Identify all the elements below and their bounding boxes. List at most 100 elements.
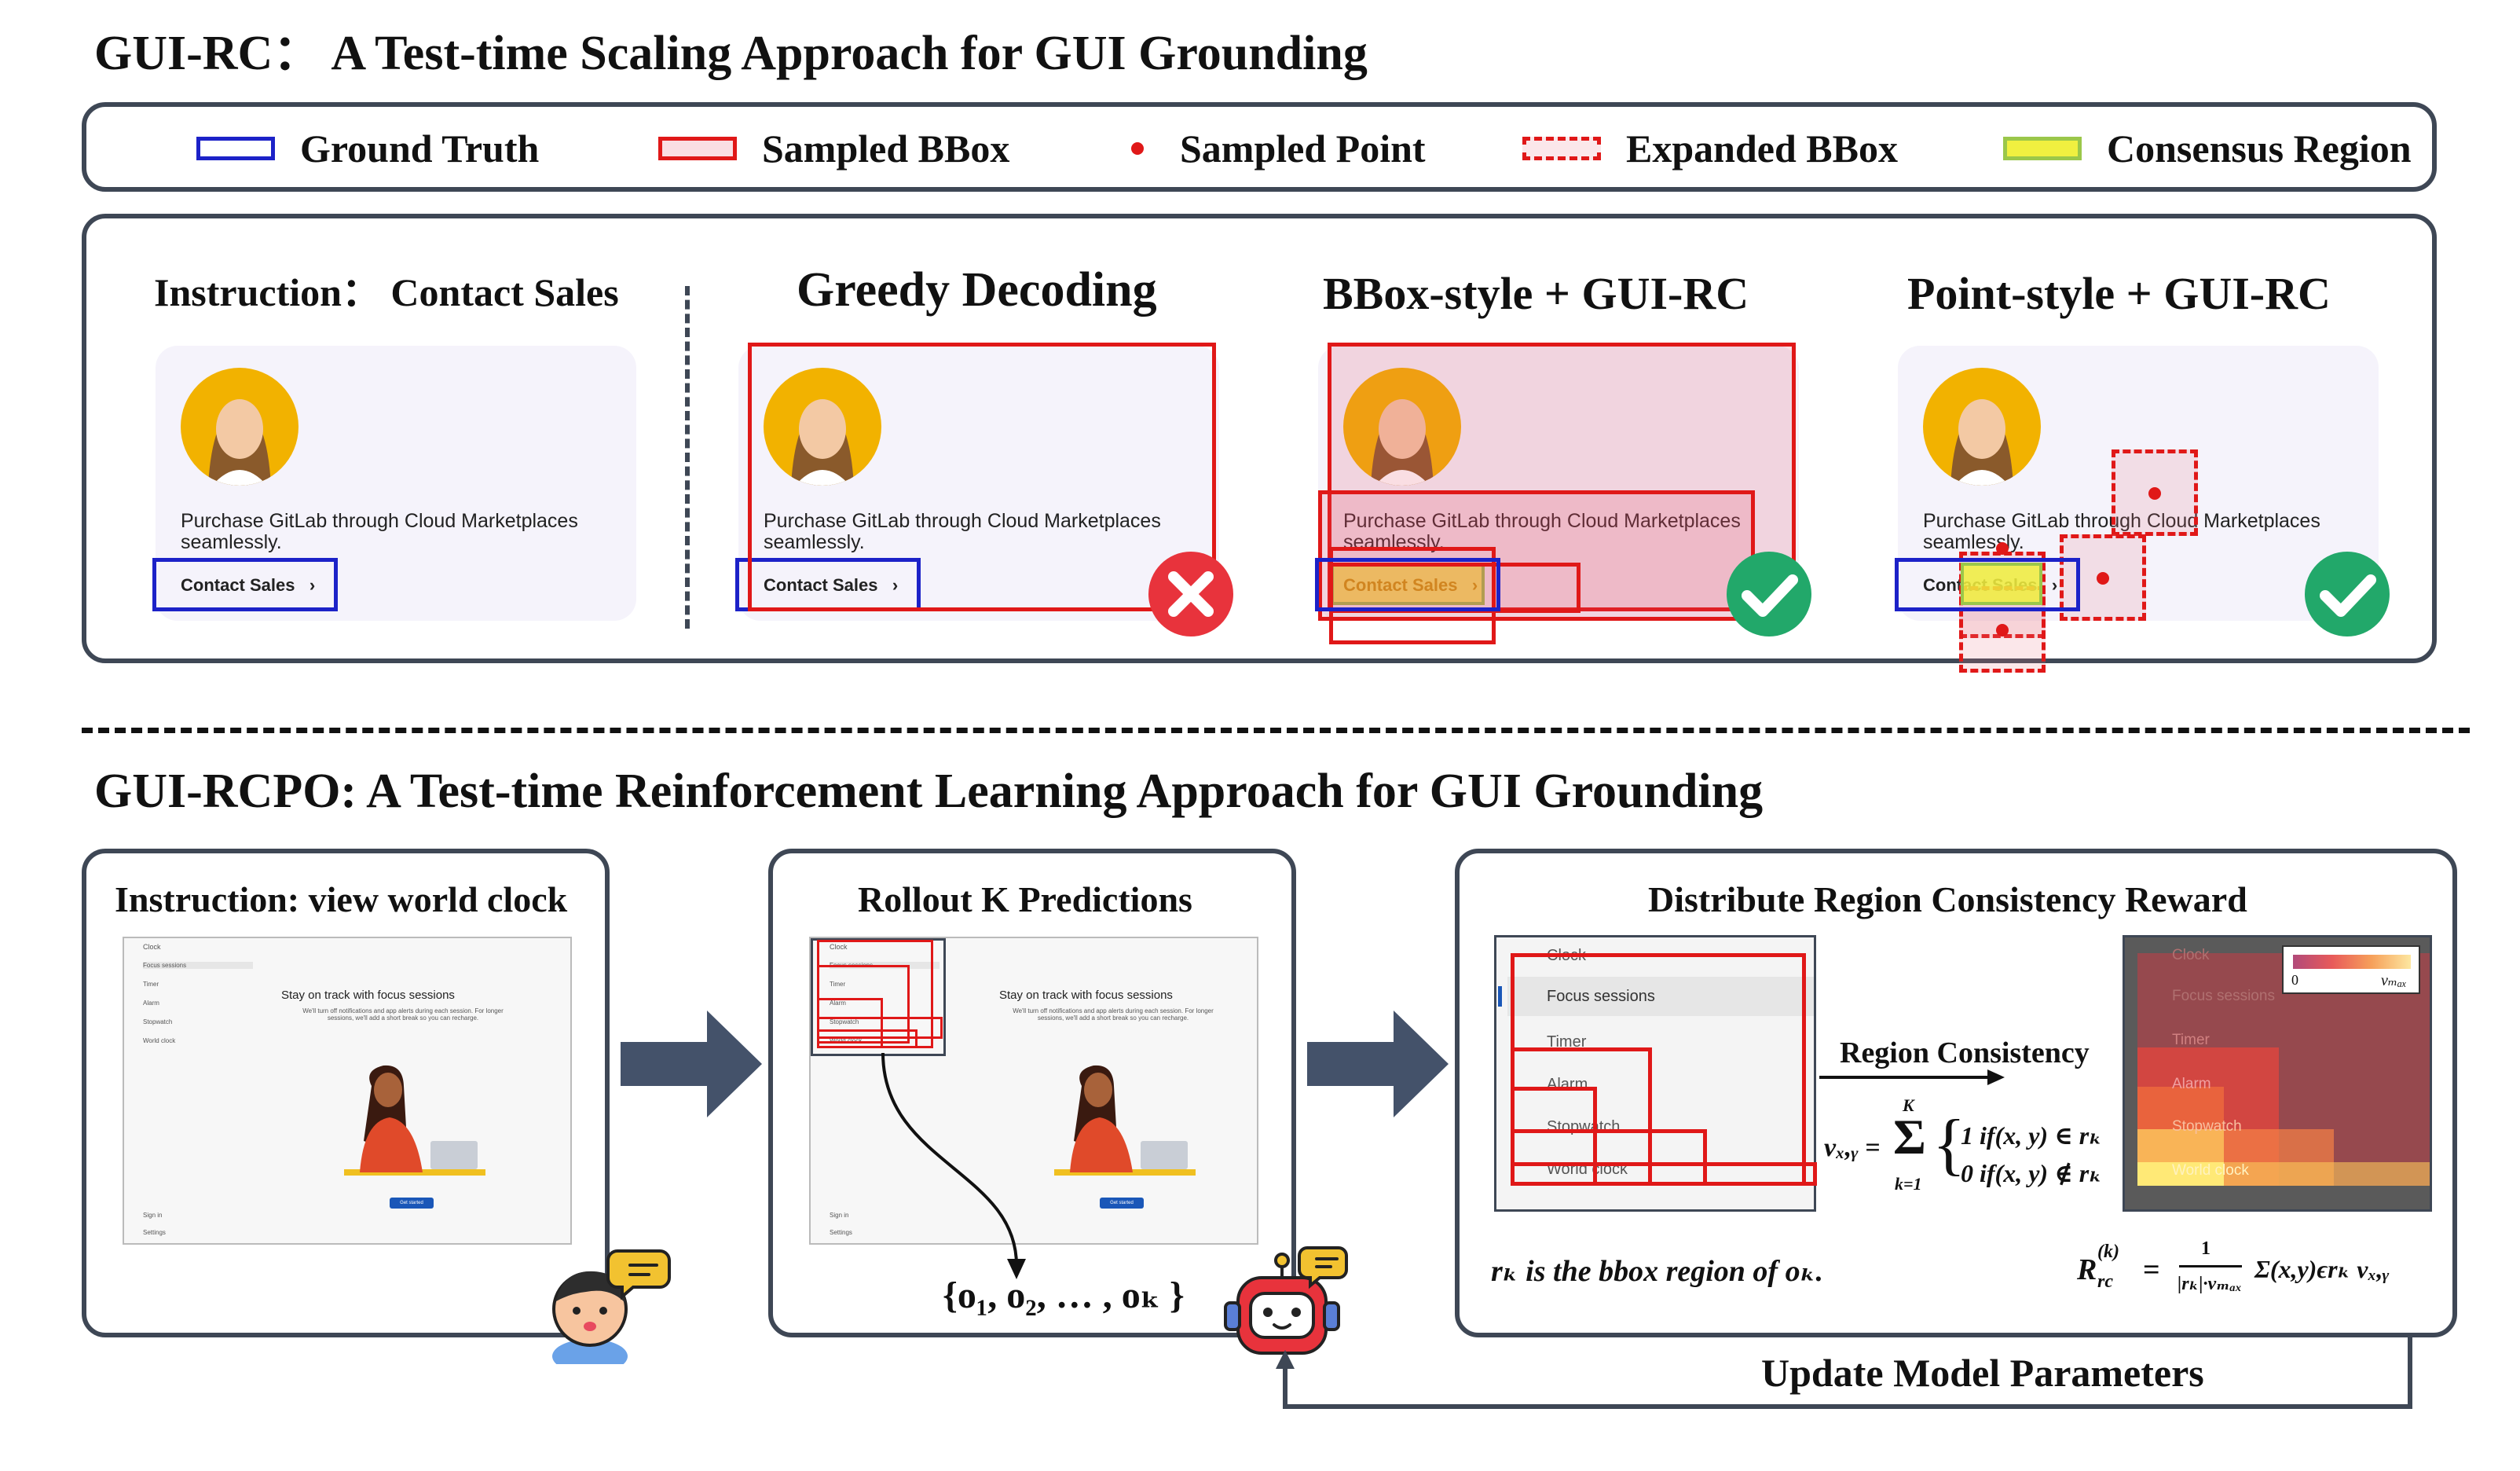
chevron-right-icon: › bbox=[299, 575, 316, 595]
zoomed-sidebar: Clock Focus sessions Timer Alarm Stopwat… bbox=[1494, 935, 1817, 1212]
vote-formula: vₓ,ᵧ = K Σ k=1 { 1 if(x, y) ∈ rₖ 0 if(x,… bbox=[1824, 1089, 2130, 1215]
curved-arrow-icon bbox=[881, 1053, 1026, 1279]
sampled-point bbox=[2148, 487, 2161, 500]
reward-sum: Σ(x,y)ϵrₖ vₓ,ᵧ bbox=[2254, 1255, 2390, 1283]
sampled-box bbox=[1328, 343, 1796, 611]
clock-window: Clock Focus sessions Timer Alarm Stopwat… bbox=[123, 937, 572, 1245]
nav-stopwatch[interactable]: Stopwatch bbox=[830, 1018, 859, 1025]
sum-top: K bbox=[1903, 1095, 1914, 1115]
avatar bbox=[764, 368, 881, 486]
sigma-icon: Σ bbox=[1893, 1109, 1926, 1165]
app-name: Clock bbox=[143, 943, 161, 951]
arrow-right-icon bbox=[1819, 1069, 2005, 1085]
instruction-text: Instruction: view world clock bbox=[115, 879, 568, 919]
nav-settings[interactable]: Settings bbox=[830, 1229, 852, 1236]
header-bbox-gui-rc: BBox-style + GUI-RC bbox=[1323, 268, 1749, 319]
wrong-icon bbox=[1147, 550, 1235, 642]
reward-formula: R (k) rc = 1 |rₖ|·vₘₐₓ Σ(x,y)ϵrₖ vₓ,ᵧ bbox=[2077, 1238, 2446, 1309]
header-point-gui-rc: Point-style + GUI-RC bbox=[1907, 268, 2331, 319]
legend-sampled-point: Sampled Point bbox=[1120, 126, 1426, 171]
header-greedy: Greedy Decoding bbox=[797, 263, 1157, 317]
nav-world-clock[interactable]: World clock bbox=[830, 1037, 863, 1044]
nav-settings[interactable]: Settings bbox=[143, 1229, 166, 1236]
nav-timer[interactable]: Timer bbox=[830, 981, 846, 988]
rollout-panel: Rollout K Predictions Clock Focus sessio… bbox=[768, 849, 1296, 1337]
legend-panel: Ground Truth Sampled BBox Sampled Point … bbox=[82, 102, 2437, 192]
yellow-box-icon bbox=[2003, 137, 2082, 160]
update-label: Update Model Parameters bbox=[1761, 1351, 2204, 1395]
vote-case-1: 1 if(x, y) ∈ rₖ bbox=[1961, 1121, 2102, 1150]
top-title: GUI-RC： A Test-time Scaling Approach for… bbox=[94, 27, 1368, 80]
colorbar-min: 0 bbox=[2291, 972, 2298, 988]
legend-label: Expanded BBox bbox=[1626, 127, 1898, 171]
heat-label-stopwatch: Stopwatch bbox=[2172, 1118, 2242, 1135]
sampled-point bbox=[1996, 624, 2009, 636]
legend-label: Consensus Region bbox=[2107, 127, 2412, 171]
legend-label: Sampled BBox bbox=[762, 127, 1010, 171]
rk-note: rₖ is the bbox region of oₖ. bbox=[1491, 1255, 1823, 1288]
nav-focus[interactable]: Focus sessions bbox=[143, 962, 253, 969]
consensus-region bbox=[1961, 563, 2042, 605]
selected-item-bg bbox=[1507, 977, 1814, 1016]
nav-world-clock[interactable]: World clock bbox=[143, 1037, 176, 1044]
focus-body: We'll turn off notifications and app ale… bbox=[302, 1007, 504, 1022]
heat-label-clock: Clock bbox=[2172, 947, 2210, 963]
clock-window: Clock Focus sessions Timer Alarm Stopwat… bbox=[809, 937, 1258, 1245]
card-description: Purchase GitLab through Cloud Marketplac… bbox=[764, 510, 1161, 553]
red-box-icon bbox=[658, 137, 737, 160]
heat-label-timer: Timer bbox=[2172, 1032, 2210, 1048]
nav-stopwatch[interactable]: Stopwatch bbox=[143, 1018, 173, 1025]
bottom-title: GUI-RCPO: A Test-time Reinforcement Lear… bbox=[94, 765, 1764, 818]
sampled-point bbox=[2097, 572, 2109, 585]
instruction-panel: Instruction: view world clock Clock Focu… bbox=[82, 849, 671, 1364]
app-name: Clock bbox=[830, 943, 848, 951]
colorbar-gradient bbox=[2293, 955, 2411, 969]
correct-icon bbox=[1725, 550, 1813, 642]
reward-num: 1 bbox=[2201, 1238, 2210, 1259]
contact-sales-link[interactable]: Contact Sales › bbox=[181, 575, 315, 596]
avatar bbox=[1923, 368, 2041, 486]
nav-alarm[interactable]: Alarm bbox=[143, 1000, 159, 1007]
brace-icon: { bbox=[1932, 1106, 1966, 1183]
illustration bbox=[344, 1065, 485, 1176]
get-started-button[interactable]: Get started bbox=[1100, 1198, 1144, 1209]
nav-timer[interactable]: Timer bbox=[1547, 1033, 1587, 1051]
ground-truth-box bbox=[1315, 558, 1500, 611]
card-description: Purchase GitLab through Cloud Marketplac… bbox=[1923, 510, 2320, 553]
active-indicator bbox=[1498, 986, 1502, 1007]
heat-label-focus: Focus sessions bbox=[2172, 988, 2275, 1004]
contact-sales-link[interactable]: Contact Sales › bbox=[764, 575, 898, 596]
ground-truth-box bbox=[152, 558, 338, 611]
ui-card: Purchase GitLab through Cloud Marketplac… bbox=[1315, 343, 1799, 644]
vote-lhs: vₓ,ᵧ = bbox=[1824, 1133, 1881, 1162]
legend-label: Sampled Point bbox=[1180, 127, 1426, 171]
avatar bbox=[1343, 368, 1461, 486]
rollout-title: Rollout K Predictions bbox=[858, 879, 1192, 919]
section-divider bbox=[685, 286, 690, 629]
nav-timer[interactable]: Timer bbox=[143, 981, 159, 988]
user-icon bbox=[552, 1249, 671, 1364]
chevron-right-icon: › bbox=[1462, 575, 1478, 595]
nav-alarm[interactable]: Alarm bbox=[830, 1000, 846, 1007]
illustration bbox=[1054, 1065, 1196, 1176]
contact-sales-link[interactable]: Contact Sales › bbox=[1343, 575, 1478, 596]
get-started-button[interactable]: Get started bbox=[390, 1198, 434, 1209]
focus-headline: Stay on track with focus sessions bbox=[999, 989, 1173, 1002]
nav-focus[interactable]: Focus sessions bbox=[1547, 988, 1655, 1005]
heat-label-world: World clock bbox=[2172, 1162, 2249, 1179]
focus-body: We'll turn off notifications and app ale… bbox=[1013, 1007, 1214, 1022]
rollout-box bbox=[817, 1029, 918, 1048]
nav-sign-in[interactable]: Sign in bbox=[830, 1212, 849, 1219]
heatmap: Clock Focus sessions Timer Alarm Stopwat… bbox=[2123, 935, 2432, 1212]
ui-card: Purchase GitLab through Cloud Marketplac… bbox=[152, 346, 636, 621]
red-dot-icon bbox=[1131, 142, 1144, 155]
cta-label: Contact Sales bbox=[764, 575, 878, 595]
instruction-label: Instruction： Contact Sales bbox=[154, 270, 619, 314]
fraction-bar bbox=[2179, 1265, 2242, 1267]
legend-label: Ground Truth bbox=[300, 127, 540, 171]
legend-sampled-bbox: Sampled BBox bbox=[658, 126, 1009, 171]
vote-case-0: 0 if(x, y) ∉ rₖ bbox=[1961, 1159, 2102, 1187]
chevron-right-icon: › bbox=[2042, 575, 2058, 595]
nav-sign-in[interactable]: Sign in bbox=[143, 1212, 163, 1219]
colorbar: 0 vₘₐₓ bbox=[2282, 945, 2420, 994]
